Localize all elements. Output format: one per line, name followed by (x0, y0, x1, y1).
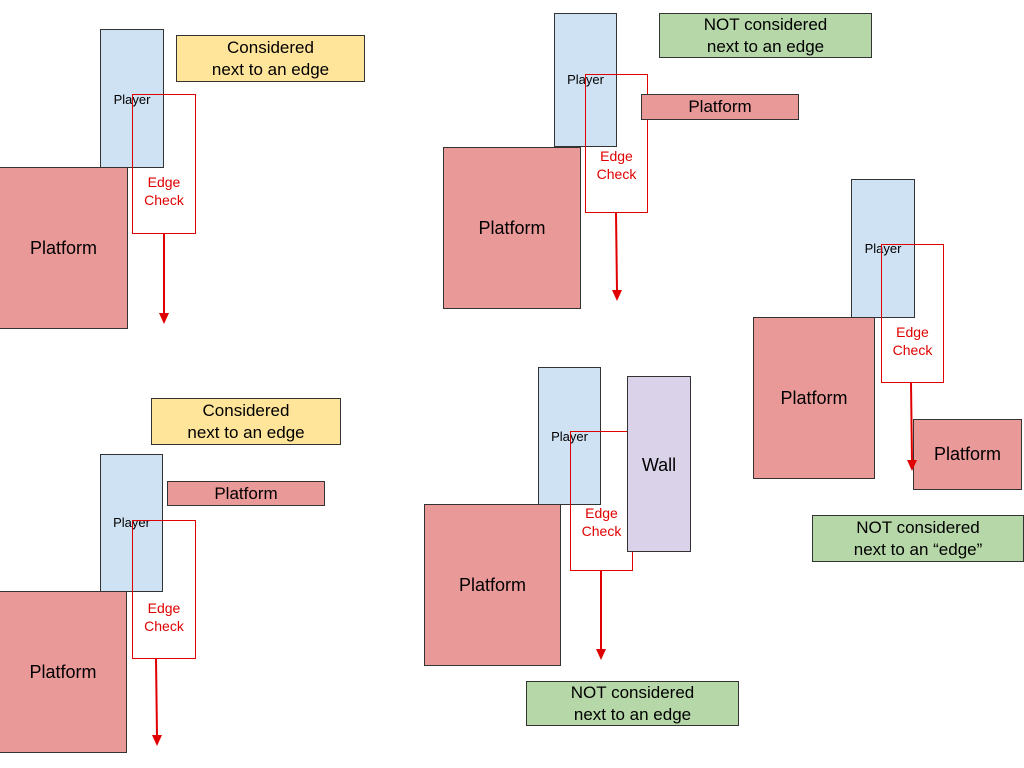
edge-check-arrow (596, 571, 606, 660)
edge-check-arrow (159, 234, 169, 324)
platform: Platform (0, 591, 127, 753)
considered-note: Considered next to an edge (151, 398, 341, 445)
edge-check-box: Edge Check (132, 94, 196, 234)
platform: Platform (424, 504, 561, 666)
platform: Platform (0, 167, 128, 329)
not-considered-note: NOT considered next to an edge (526, 681, 739, 726)
player: Player (100, 454, 163, 592)
edge-check-box: Edge Check (570, 431, 633, 571)
edge-check-box: Edge Check (132, 520, 196, 659)
player: Player (100, 29, 164, 168)
wall: Wall (627, 376, 691, 552)
lower-platform: Platform (913, 419, 1022, 490)
platform: Platform (753, 317, 875, 479)
not-considered-note: NOT considered next to an edge (659, 13, 872, 58)
upper-platform: Platform (167, 481, 325, 506)
not-considered-note: NOT considered next to an “edge” (812, 515, 1024, 562)
upper-platform: Platform (641, 94, 799, 120)
edge-check-box: Edge Check (881, 244, 944, 383)
edge-check-box: Edge Check (585, 74, 648, 213)
considered-note: Considered next to an edge (176, 35, 365, 82)
platform: Platform (443, 147, 581, 309)
edge-check-arrow (612, 212, 622, 301)
player: Player (851, 179, 915, 318)
player: Player (538, 367, 601, 505)
edge-check-arrow (152, 658, 162, 746)
